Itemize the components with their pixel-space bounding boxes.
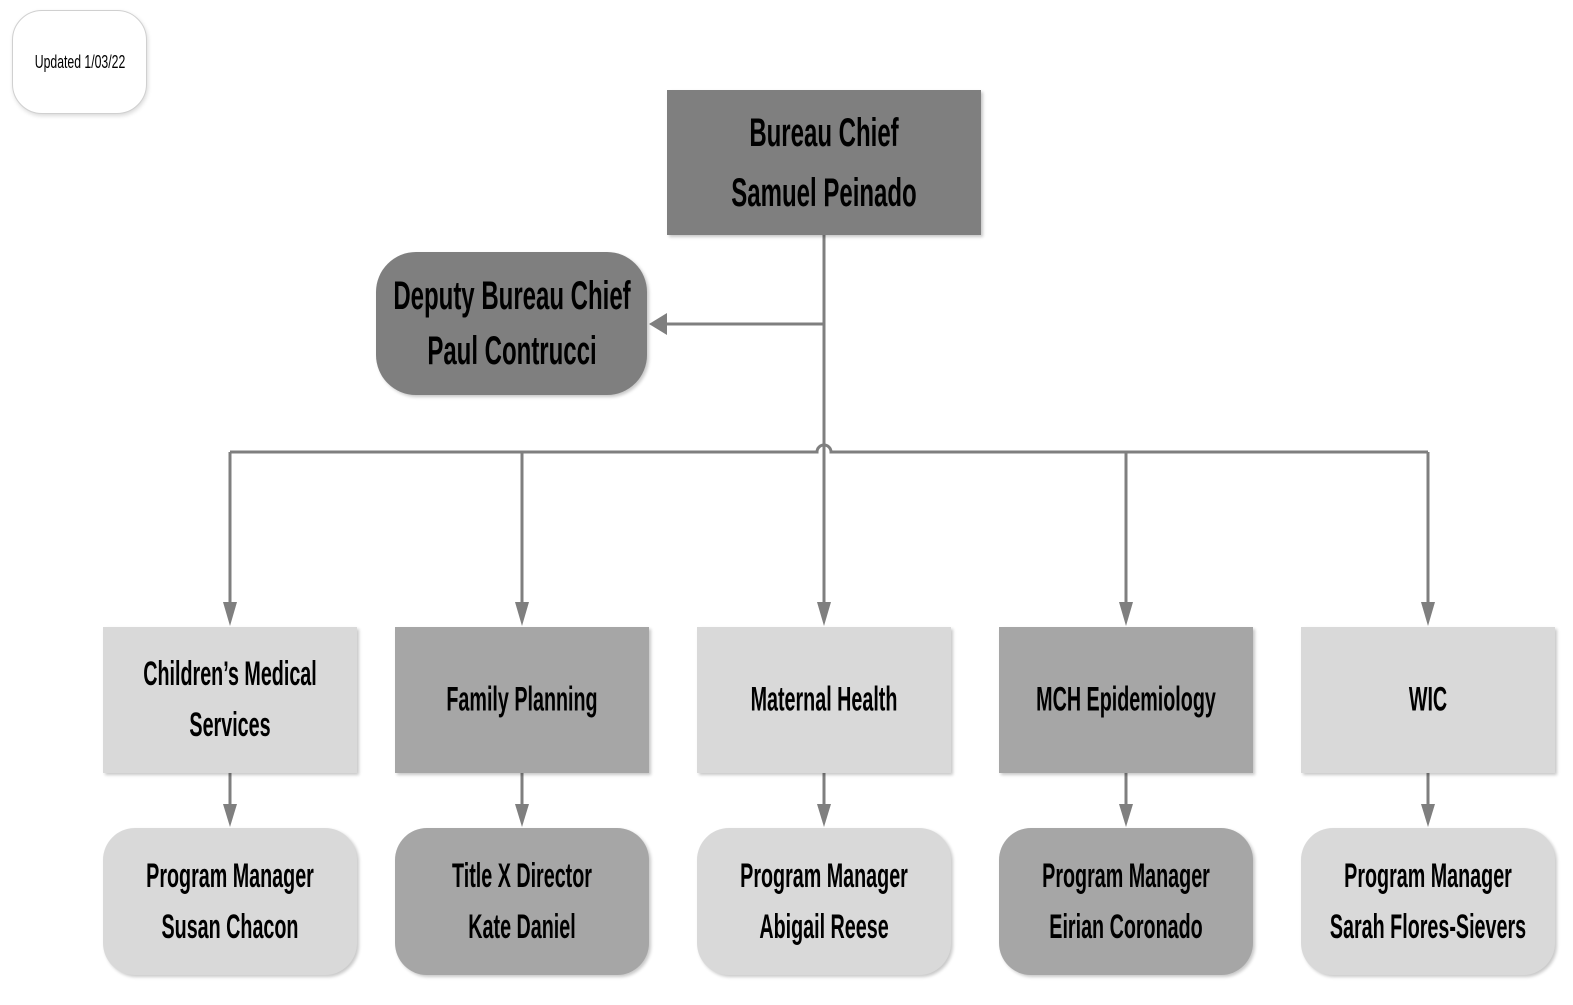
bureau-chief-title: Bureau Chief [749,110,899,155]
program-box-maternal-health: Maternal Health [697,627,951,773]
lead-box-maternal-health: Program Manager Abigail Reese [697,828,951,975]
lead-box-family-planning: Title X Director Kate Daniel [395,828,649,975]
connector-program-bus [230,443,1428,454]
arrowhead-deputy [649,313,667,335]
arrowhead-family-planning-lead [515,804,529,827]
lead-box-mch-epidemiology: Program Manager Eirian Coronado [999,828,1253,975]
lead-title: Program Manager [740,856,908,895]
program-name-family-planning: Family Planning [446,680,598,719]
arrowhead-childrens-medical-services-lead [223,804,237,827]
program-box-wic: WIC [1301,627,1555,773]
lead-name: Abigail Reese [759,907,889,946]
lead-box-childrens-medical-services: Program Manager Susan Chacon [103,828,357,975]
arrowheads [223,313,1435,827]
arrowhead-mch-epidemiology [1119,602,1133,626]
lead-label-childrens-medical-services: Program Manager Susan Chacon [108,851,352,953]
deputy-bureau-chief-box: Deputy Bureau Chief Paul Contrucci [376,252,647,395]
updated-date-box: Updated 1/03/22 [12,10,147,114]
arrowhead-wic-lead [1421,804,1435,827]
lead-box-wic: Program Manager Sarah Flores-Sievers [1301,828,1555,975]
arrowhead-wic [1421,602,1435,626]
arrowhead-maternal-health [817,602,831,626]
lead-label-maternal-health: Program Manager Abigail Reese [702,851,946,953]
lead-label-family-planning: Title X Director Kate Daniel [400,851,644,953]
lead-title: Program Manager [1344,856,1512,895]
deputy-title: Deputy Bureau Chief [392,273,631,318]
lead-name: Kate Daniel [468,907,576,946]
deputy-bureau-chief-label: Deputy Bureau Chief Paul Contrucci [383,269,641,379]
lead-title: Program Manager [146,856,314,895]
arrowhead-maternal-health-lead [817,804,831,827]
updated-date-label: Updated 1/03/22 [34,52,125,72]
deputy-name: Paul Contrucci [426,328,597,373]
lead-title: Program Manager [1042,856,1210,895]
bureau-chief-name: Samuel Peinado [731,170,917,215]
lead-label-mch-epidemiology: Program Manager Eirian Coronado [1004,851,1248,953]
program-box-mch-epidemiology: MCH Epidemiology [999,627,1253,773]
program-box-family-planning: Family Planning [395,627,649,773]
arrowhead-family-planning [515,602,529,626]
lead-title: Title X Director [452,856,592,895]
program-name-mch-epidemiology: MCH Epidemiology [1036,680,1216,719]
lead-name: Eirian Coronado [1049,907,1203,946]
bureau-chief-label: Bureau Chief Samuel Peinado [686,103,962,223]
program-name-maternal-health: Maternal Health [750,680,898,719]
program-box-childrens-medical-services: Children’s Medical Services [103,627,357,773]
arrowhead-mch-epidemiology-lead [1119,804,1133,827]
bureau-chief-box: Bureau Chief Samuel Peinado [667,90,981,235]
lead-label-wic: Program Manager Sarah Flores-Sievers [1306,851,1550,953]
lead-name: Sarah Flores-Sievers [1329,907,1527,946]
program-name-childrens-medical-services: Children’s Medical Services [143,655,317,744]
lead-name: Susan Chacon [161,907,299,946]
arrowhead-childrens-medical-services [223,602,237,626]
program-name-wic: WIC [1408,680,1448,719]
connector-lines [228,235,1430,806]
